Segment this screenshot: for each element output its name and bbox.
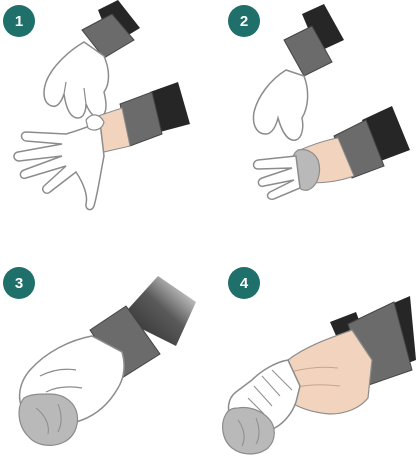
step-3-badge: 3 [3, 267, 35, 299]
step-3-illustration [19, 276, 196, 445]
step-2-number: 2 [240, 13, 248, 30]
step-1-illustration [14, 0, 190, 210]
step-2-panel: 2 [228, 4, 410, 199]
step-4-illustration [223, 296, 416, 454]
step-3-number: 3 [15, 275, 23, 292]
step-1-panel: 1 [3, 0, 190, 210]
step-1-badge: 1 [3, 5, 35, 37]
step-1-number: 1 [15, 13, 23, 30]
step-2-illustration [254, 4, 411, 199]
step-4-panel: 4 [223, 267, 416, 454]
step-4-badge: 4 [228, 267, 260, 299]
step-3-panel: 3 [3, 267, 196, 445]
step-4-number: 4 [240, 275, 249, 292]
step-2-badge: 2 [228, 5, 260, 37]
